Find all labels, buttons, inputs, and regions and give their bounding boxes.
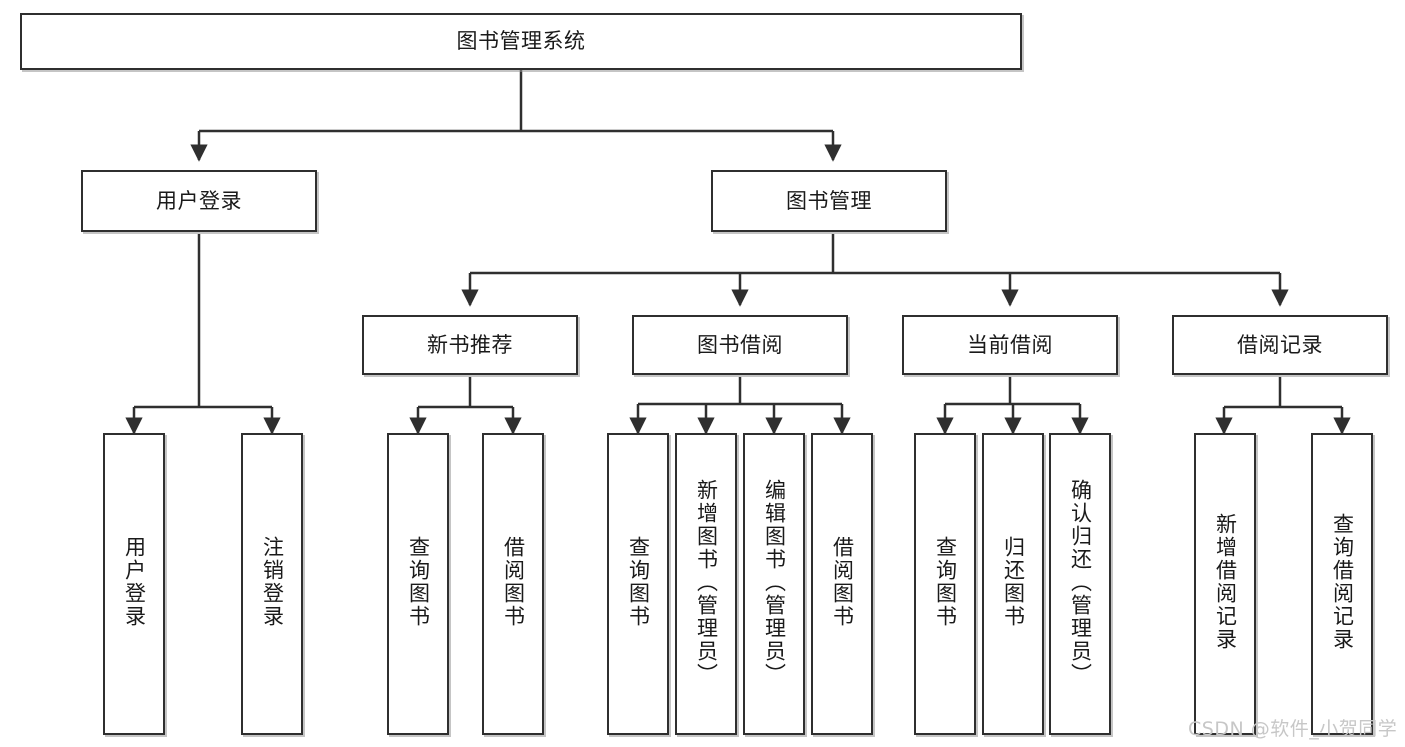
node-label: 当前借阅 bbox=[967, 332, 1053, 357]
leaf-query-book-borrow[interactable]: 查询图书 bbox=[607, 433, 669, 735]
leaf-logout[interactable]: 注销登录 bbox=[241, 433, 303, 735]
node-label: 归还图书 bbox=[1001, 536, 1026, 628]
leaf-add-borrow-record[interactable]: 新增借阅记录 bbox=[1194, 433, 1256, 735]
leaf-query-borrow-record[interactable]: 查询借阅记录 bbox=[1311, 433, 1373, 735]
node-label: 新增借阅记录 bbox=[1213, 513, 1238, 651]
node-label: 查询图书 bbox=[933, 536, 958, 628]
node-borrow-record[interactable]: 借阅记录 bbox=[1172, 315, 1388, 375]
node-label: 确认归还（管理员） bbox=[1068, 478, 1093, 686]
node-label: 借阅图书 bbox=[830, 536, 855, 628]
leaf-query-book-recommend[interactable]: 查询图书 bbox=[387, 433, 449, 735]
node-label: 图书管理 bbox=[786, 188, 872, 213]
node-root-book-management-system[interactable]: 图书管理系统 bbox=[20, 13, 1022, 70]
leaf-user-login[interactable]: 用户登录 bbox=[103, 433, 165, 735]
leaf-confirm-return-admin[interactable]: 确认归还（管理员） bbox=[1049, 433, 1111, 735]
node-current-borrow[interactable]: 当前借阅 bbox=[902, 315, 1118, 375]
node-label: 查询借阅记录 bbox=[1330, 513, 1355, 651]
leaf-add-book-admin[interactable]: 新增图书（管理员） bbox=[675, 433, 737, 735]
watermark-text: CSDN @软件_小贺同学 bbox=[1188, 718, 1398, 740]
node-label: 用户登录 bbox=[156, 188, 242, 213]
leaf-borrow-book-recommend[interactable]: 借阅图书 bbox=[482, 433, 544, 735]
node-label: 图书管理系统 bbox=[456, 29, 586, 54]
node-user-login[interactable]: 用户登录 bbox=[81, 170, 317, 232]
node-label: 注销登录 bbox=[260, 536, 285, 628]
node-label: 图书借阅 bbox=[697, 332, 783, 357]
node-label: 借阅记录 bbox=[1237, 332, 1323, 357]
node-label: 新书推荐 bbox=[427, 332, 513, 357]
node-label: 借阅图书 bbox=[501, 536, 526, 628]
node-label: 用户登录 bbox=[122, 536, 147, 628]
node-book-borrow[interactable]: 图书借阅 bbox=[632, 315, 848, 375]
leaf-query-book-current[interactable]: 查询图书 bbox=[914, 433, 976, 735]
node-new-book-recommend[interactable]: 新书推荐 bbox=[362, 315, 578, 375]
node-book-management[interactable]: 图书管理 bbox=[711, 170, 947, 232]
node-label: 查询图书 bbox=[626, 536, 651, 628]
node-label: 新增图书（管理员） bbox=[694, 478, 719, 686]
node-label: 编辑图书（管理员） bbox=[762, 478, 787, 686]
leaf-return-book[interactable]: 归还图书 bbox=[982, 433, 1044, 735]
leaf-edit-book-admin[interactable]: 编辑图书（管理员） bbox=[743, 433, 805, 735]
leaf-borrow-book[interactable]: 借阅图书 bbox=[811, 433, 873, 735]
node-label: 查询图书 bbox=[406, 536, 431, 628]
